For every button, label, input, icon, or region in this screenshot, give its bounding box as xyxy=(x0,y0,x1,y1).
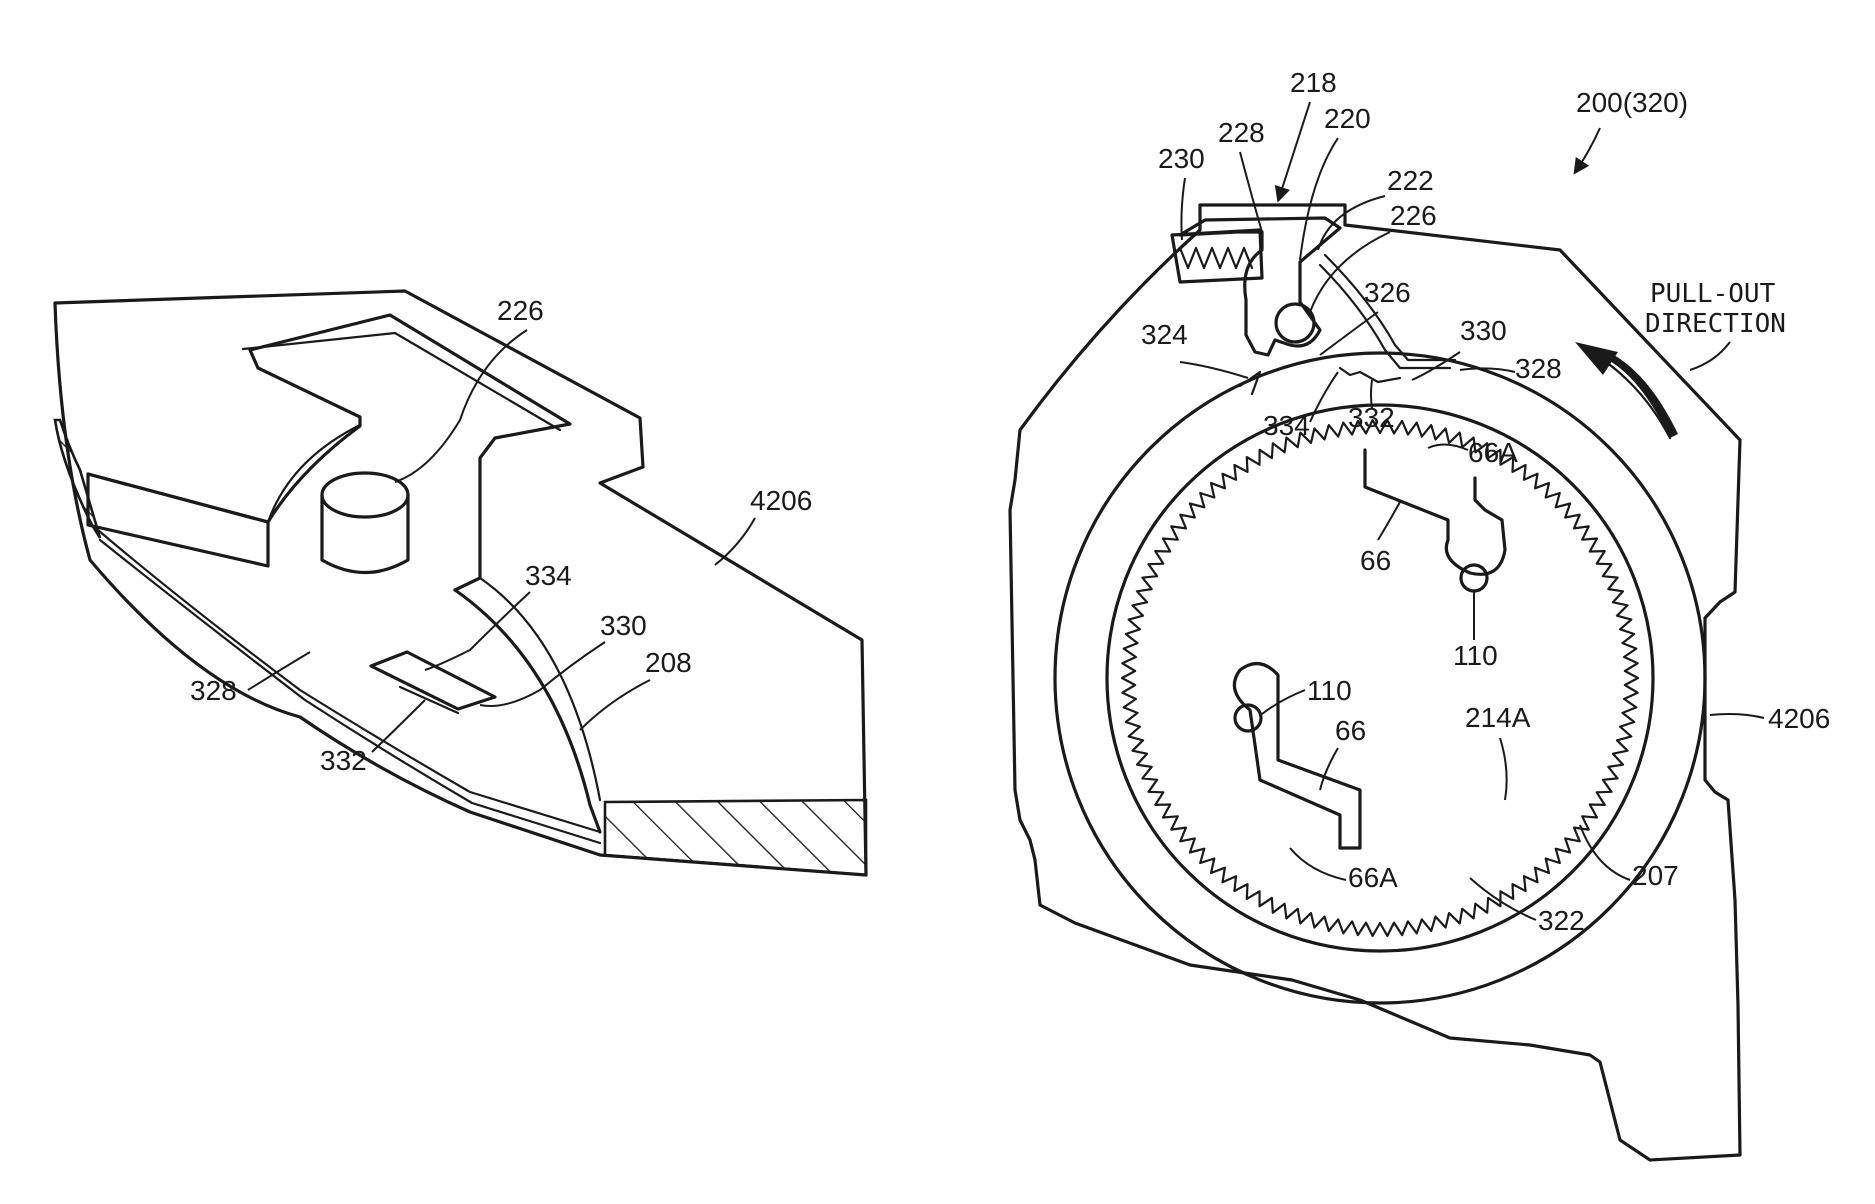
right-label-218: 218 xyxy=(1290,67,1337,98)
right-label-110-right: 110 xyxy=(1453,640,1498,671)
right-label-66a-top: 66A xyxy=(1468,437,1518,468)
right-label-66-bottom: 66 xyxy=(1335,715,1366,746)
right-pivot-226 xyxy=(1276,304,1314,342)
right-leader-66-bottom xyxy=(1320,748,1338,790)
left-ramp-208 xyxy=(455,590,600,832)
right-label-228: 228 xyxy=(1218,117,1265,148)
right-leader-218 xyxy=(1280,102,1310,195)
right-label-4206: 4206 xyxy=(1768,703,1830,734)
right-label-assembly: 200(320) xyxy=(1576,87,1688,118)
right-label-222: 222 xyxy=(1387,165,1434,196)
right-label-328: 328 xyxy=(1515,353,1562,384)
right-leader-326 xyxy=(1320,312,1378,355)
left-wall-section xyxy=(55,420,100,538)
right-label-110-left: 110 xyxy=(1307,675,1352,706)
right-label-330: 330 xyxy=(1460,315,1507,346)
left-label-332: 332 xyxy=(320,745,367,776)
right-gear-214a xyxy=(1122,420,1638,936)
right-label-66-top: 66 xyxy=(1360,545,1391,576)
right-spring-230 xyxy=(1180,248,1252,268)
right-leader-66-top xyxy=(1378,502,1400,540)
right-label-207: 207 xyxy=(1632,860,1679,891)
right-leader-assembly xyxy=(1578,128,1600,168)
right-label-334: 334 xyxy=(1263,410,1310,441)
right-pin-110-top xyxy=(1461,565,1487,591)
right-leader-332 xyxy=(1371,380,1372,408)
right-label-324: 324 xyxy=(1141,319,1188,350)
left-slot-334 xyxy=(371,652,495,709)
right-label-66a-bottom: 66A xyxy=(1348,862,1398,893)
right-label-322: 322 xyxy=(1538,905,1585,936)
right-leader-334 xyxy=(1310,372,1338,422)
left-label-208: 208 xyxy=(645,647,692,678)
pull-out-direction-line2: DIRECTION xyxy=(1645,309,1786,339)
left-label-226: 226 xyxy=(497,295,544,326)
left-label-330: 330 xyxy=(600,610,647,641)
left-leader-4206 xyxy=(715,518,755,565)
right-label-226: 226 xyxy=(1390,200,1437,231)
left-leader-332 xyxy=(372,700,425,752)
right-spring-housing xyxy=(1172,230,1262,282)
left-labels: 226 4206 334 330 208 328 332 xyxy=(190,295,812,776)
right-plan-view xyxy=(1010,205,1740,1160)
left-leader-330 xyxy=(480,642,605,706)
left-label-4206: 4206 xyxy=(750,485,812,516)
right-leader-110-left xyxy=(1262,690,1305,714)
right-leader-4206 xyxy=(1710,714,1764,718)
right-leader-324 xyxy=(1180,362,1248,378)
left-raised-block-top xyxy=(88,315,570,590)
left-leader-334 xyxy=(425,592,530,670)
left-perspective-view xyxy=(55,291,866,875)
right-label-326: 326 xyxy=(1364,277,1411,308)
left-label-334: 334 xyxy=(525,560,572,591)
right-label-220: 220 xyxy=(1324,103,1371,134)
left-leader-208 xyxy=(580,680,650,730)
right-leader-322 xyxy=(1470,878,1536,920)
left-leader-226 xyxy=(395,330,527,482)
right-leader-214a xyxy=(1500,738,1507,800)
right-leader-66a-bottom xyxy=(1290,848,1346,880)
left-slot-332 xyxy=(400,687,458,713)
right-leader-direction xyxy=(1690,342,1730,370)
left-post-226-top xyxy=(322,473,408,517)
pull-out-direction-line1: PULL-OUT xyxy=(1650,279,1776,309)
right-leader-220 xyxy=(1300,138,1338,260)
left-label-328: 328 xyxy=(190,675,237,706)
right-cut-334 xyxy=(1340,368,1400,382)
right-outer-race-328 xyxy=(1055,353,1705,1003)
left-post-226-body xyxy=(322,495,408,573)
left-bottom-section xyxy=(605,800,866,875)
right-label-230: 230 xyxy=(1158,143,1205,174)
right-label-214a: 214A xyxy=(1465,702,1531,733)
right-notch-324 xyxy=(1240,372,1260,394)
